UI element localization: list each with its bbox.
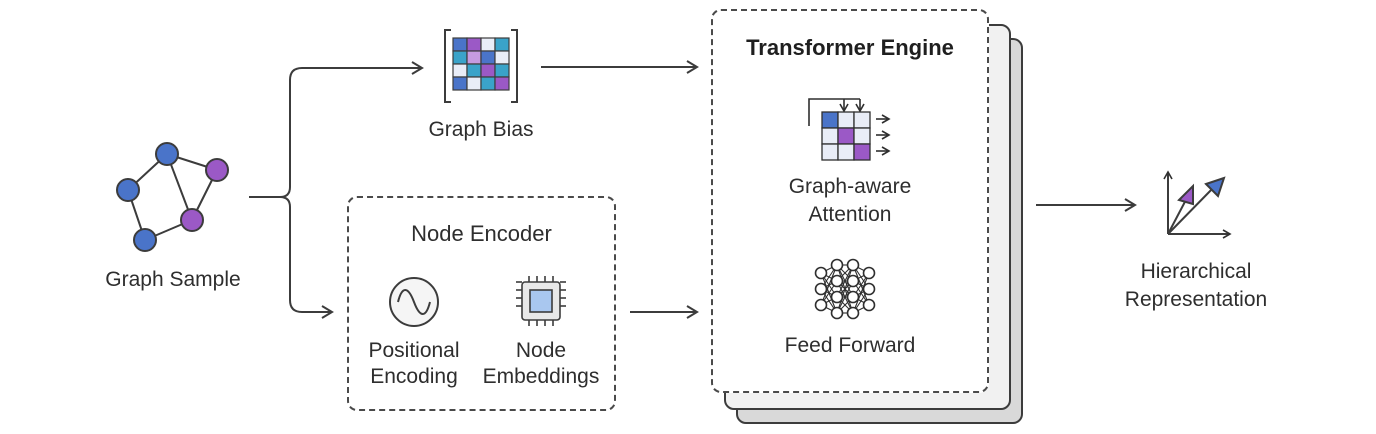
- transformer-icons: [808, 98, 891, 320]
- node-encoder-box: Node Encoder Positional Encoding Node Em…: [347, 196, 616, 411]
- nn-node: [846, 306, 860, 320]
- nn-node: [862, 282, 876, 296]
- node-embeddings-label: Node Embeddings: [482, 339, 600, 388]
- nn-node: [846, 274, 860, 288]
- sine-wave-icon: [389, 277, 439, 327]
- attention-icon: [808, 98, 891, 161]
- bias-matrix-icon: [444, 29, 518, 103]
- nn-node: [862, 298, 876, 312]
- neural-network-icon: [814, 258, 876, 320]
- chip-icon: [516, 276, 566, 326]
- nn-node: [814, 266, 828, 280]
- nn-node: [846, 258, 860, 272]
- nn-edge: [836, 264, 854, 314]
- nn-node: [862, 266, 876, 280]
- transformer-title: Transformer Engine: [746, 35, 954, 60]
- nn-edge: [820, 264, 838, 306]
- positional-encoding-label: Positional Encoding: [368, 339, 460, 388]
- nn-node: [830, 290, 844, 304]
- nn-node: [830, 258, 844, 272]
- nn-node: [830, 274, 844, 288]
- nn-node: [846, 290, 860, 304]
- hierarchical-representation-label: Hierarchical Representation: [1124, 260, 1268, 311]
- nn-node: [814, 298, 828, 312]
- feed-forward-label: Feed Forward: [784, 334, 916, 357]
- split-connector: [249, 61, 424, 319]
- nn-node: [814, 282, 828, 296]
- graph-sample-icon: [116, 142, 229, 252]
- nn-edge: [852, 272, 870, 314]
- nn-node: [830, 306, 844, 320]
- node-encoder-title: Node Encoder: [411, 221, 552, 246]
- attention-label: Graph-aware Attention: [788, 175, 912, 226]
- transformer-engine-box: Transformer Engine: [711, 9, 989, 393]
- graph-sample-label: Graph Sample: [105, 268, 241, 291]
- vector-axes-icon: [1163, 170, 1232, 239]
- node-encoder-icons: [389, 276, 566, 327]
- graph-bias-label: Graph Bias: [428, 118, 534, 141]
